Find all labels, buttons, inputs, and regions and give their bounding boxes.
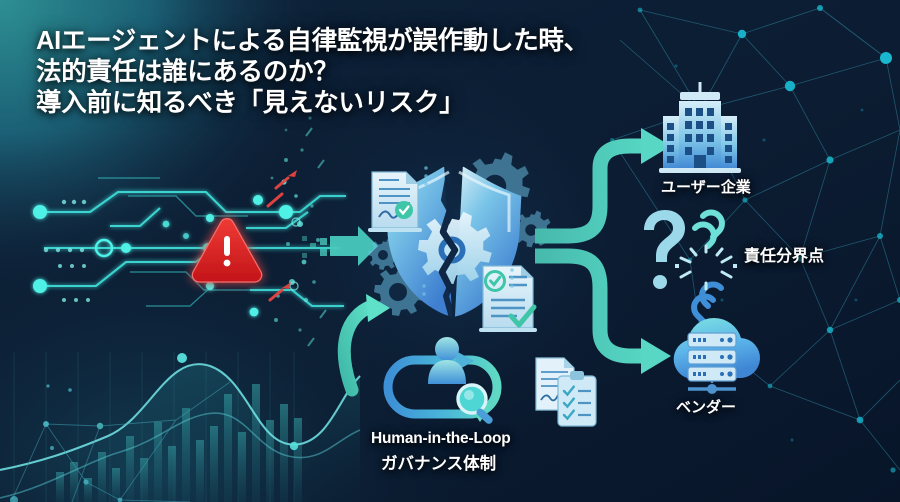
broken-chain-icon xyxy=(675,209,737,324)
page-title: AIエージェントによる自律監視が誤作動した時、 法的責任は誰にあるのか？ 導入前… xyxy=(36,26,676,119)
label-vendor: ベンダー xyxy=(676,399,737,416)
label-hitl-japanese: ガバナンス体制 xyxy=(381,455,497,473)
label-hitl-english: Human-in-the-Loop xyxy=(371,430,511,447)
office-building-icon xyxy=(659,82,741,173)
label-responsibility-boundary: 責任分界点 xyxy=(744,248,825,265)
cloud-server-icon xyxy=(673,317,761,394)
title-line-1: AIエージェントによる自律監視が誤作動した時、 xyxy=(36,27,589,55)
label-user-company: ユーザー企業 xyxy=(661,179,751,196)
title-line-2: 法的責任は誰にあるのか？ xyxy=(36,58,339,86)
question-mark-icon xyxy=(644,210,685,289)
title-line-3: 導入前に知るべき「見えないリスク」 xyxy=(36,89,465,117)
